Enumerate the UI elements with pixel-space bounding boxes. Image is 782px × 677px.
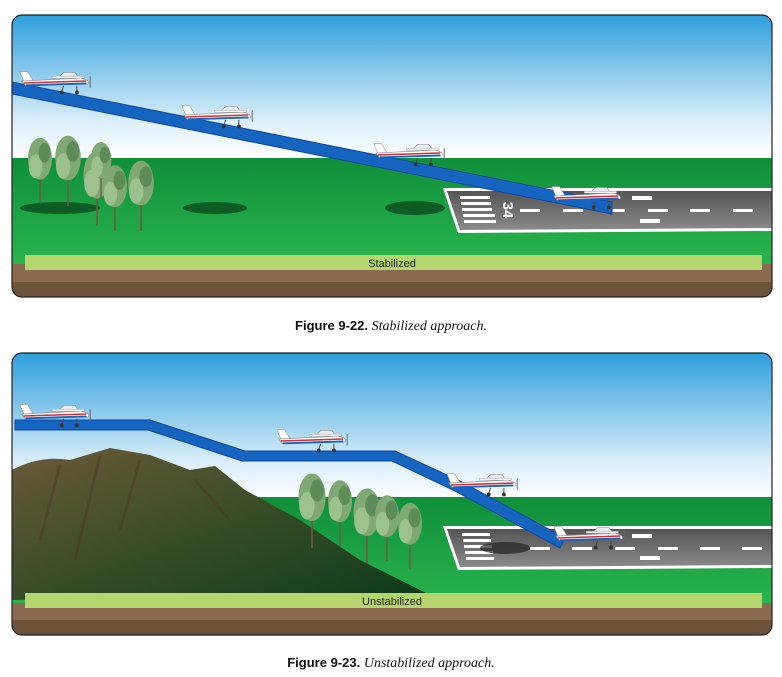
label-unstabilized: Unstabilized (362, 596, 422, 608)
figure-number: Figure 9-22. (295, 318, 368, 333)
stabilized-approach-illustration: 34 Stabilized (11, 14, 773, 298)
runway-number: 34 (499, 202, 516, 219)
label-bar (25, 255, 762, 270)
unstabilized-approach-illustration: Unstabilized (11, 352, 773, 636)
glide-path (12, 81, 613, 215)
figure-caption: Figure 9-22. Stabilized approach. (0, 318, 782, 335)
figure-title: Unstabilized approach. (363, 656, 495, 671)
figure-number: Figure 9-23. (287, 655, 361, 670)
figure-title: Stabilized approach. (371, 319, 487, 334)
mountain (12, 448, 430, 600)
label-bar (25, 593, 762, 608)
label-stabilized: Stabilized (368, 258, 416, 270)
figure-caption: Figure 9-23. Unstabilized approach. (0, 655, 782, 672)
sky (12, 15, 772, 160)
ground-shadows (20, 201, 445, 215)
